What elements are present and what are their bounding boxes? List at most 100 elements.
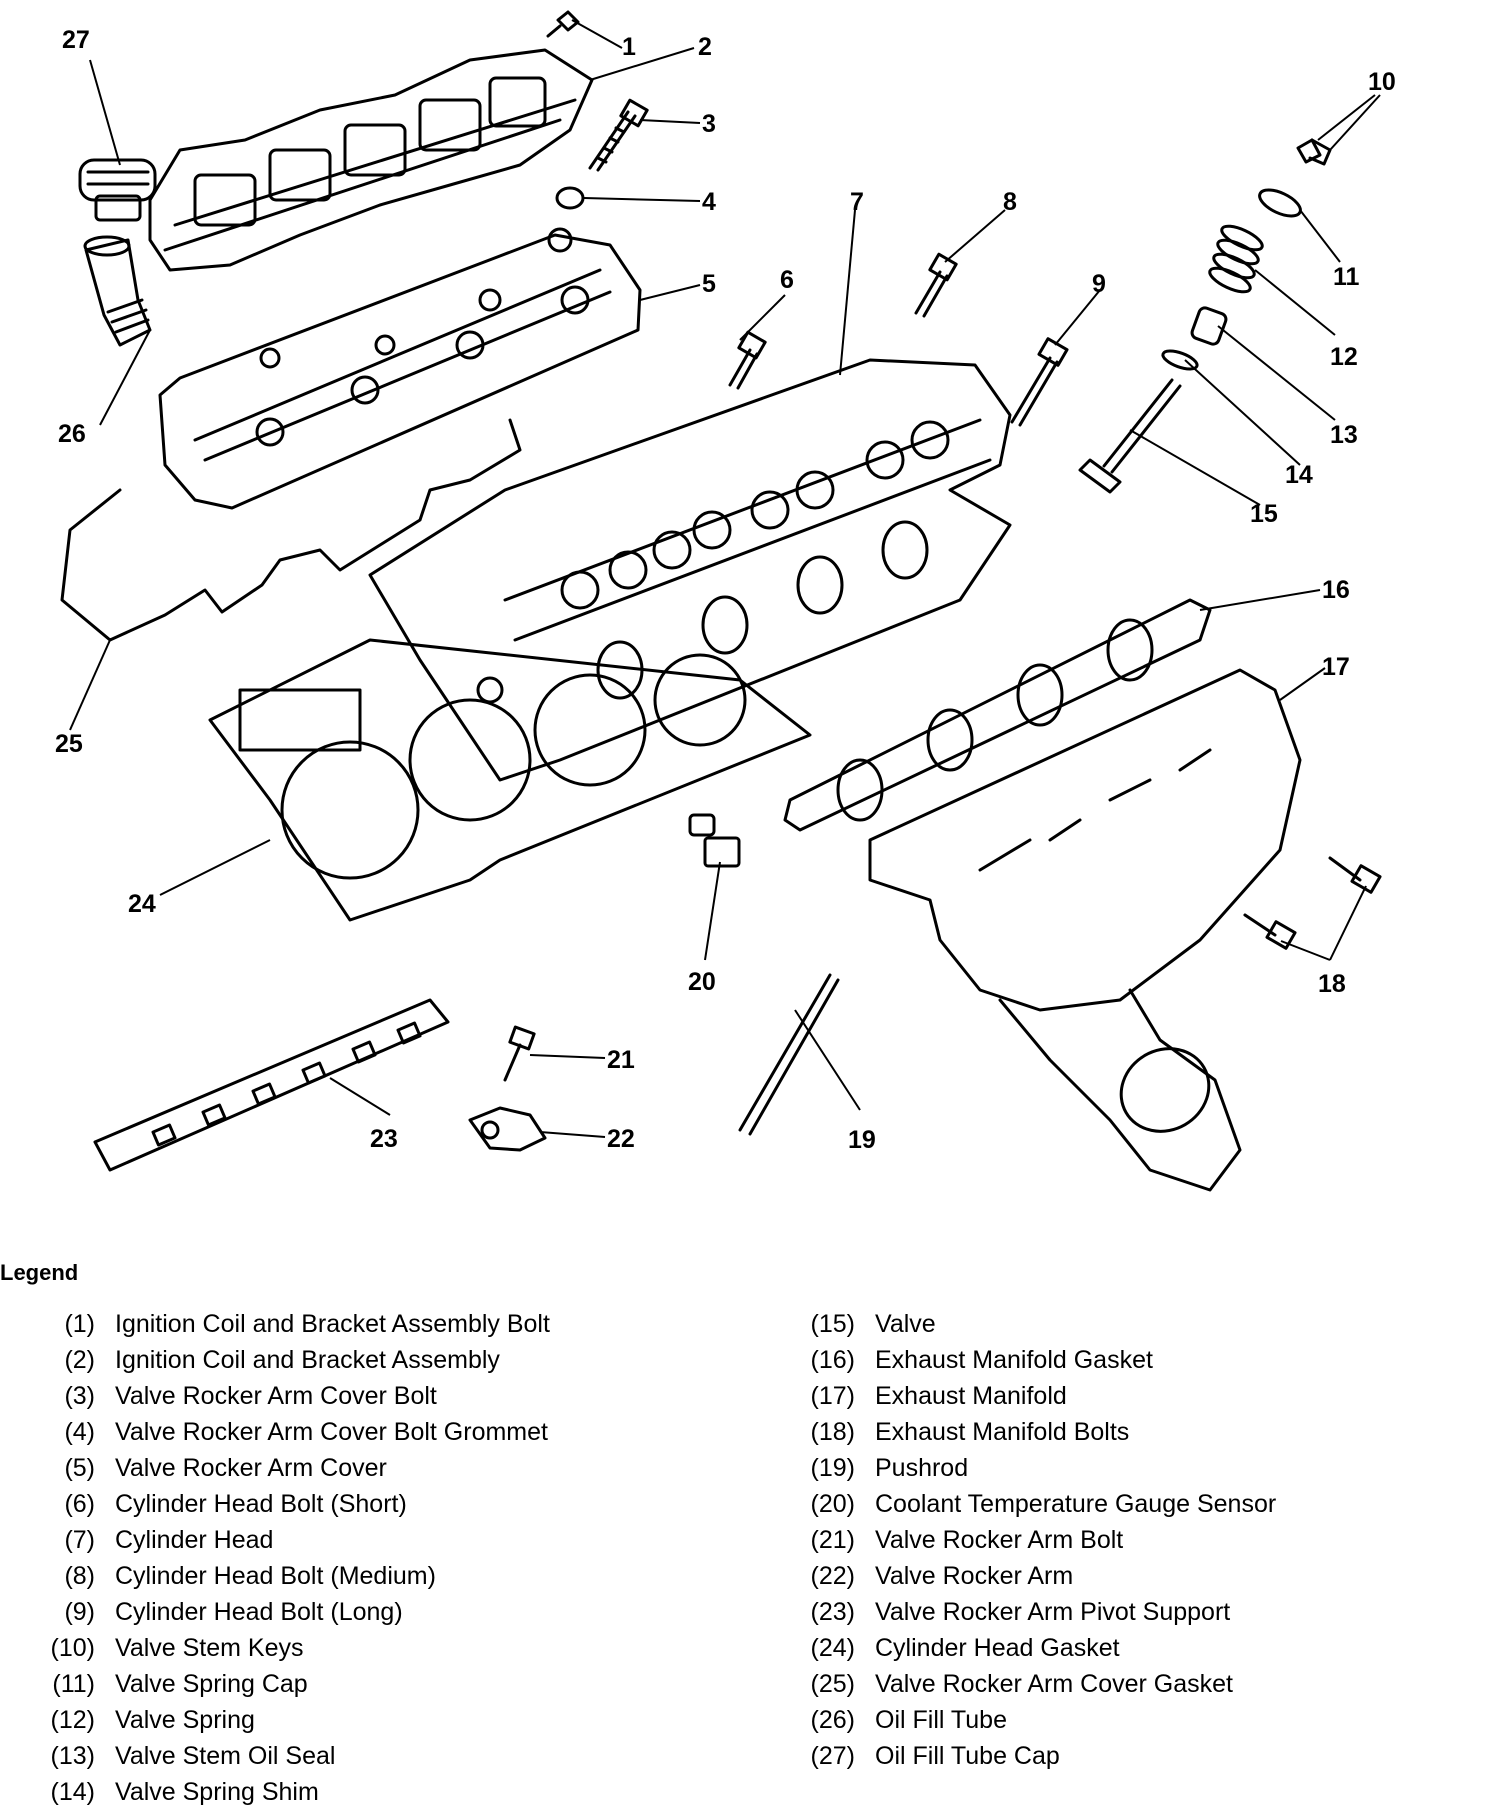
legend-number: (25) — [810, 1669, 855, 1698]
callout-3: 3 — [702, 110, 716, 138]
callout-5: 5 — [702, 270, 716, 298]
legend-number: (2) — [64, 1345, 95, 1374]
legend-number: (19) — [810, 1453, 855, 1482]
legend-item: (10)Valve Stem Keys — [0, 1630, 550, 1666]
valve-stem-oil-seal — [1190, 306, 1228, 346]
legend-item: (17) Exhaust Manifold — [780, 1378, 1276, 1414]
oil-fill-tube-cap — [78, 158, 157, 222]
legend-item: (15) Valve — [780, 1306, 1276, 1342]
legend-number: (14) — [50, 1777, 95, 1806]
callout-20: 20 — [688, 968, 716, 996]
legend-label: Ignition Coil and Bracket Assembly — [115, 1345, 500, 1374]
legend-number: (21) — [810, 1525, 855, 1554]
legend-number: (7) — [64, 1525, 95, 1554]
valve-spring-shim — [1161, 349, 1199, 371]
legend-item: (14) Valve Spring Shim — [0, 1774, 550, 1810]
legend-number: (15) — [810, 1309, 855, 1338]
valve-spring — [1208, 224, 1264, 294]
legend-number: (13) — [50, 1741, 95, 1770]
legend-number: (11) — [52, 1669, 95, 1698]
legend-item: (22) Valve Rocker Arm — [780, 1558, 1276, 1594]
pushrod — [738, 973, 840, 1136]
legend-label: Valve Rocker Arm Cover Bolt Grommet — [115, 1417, 548, 1446]
legend-item: (4) Valve Rocker Arm Cover Bolt Grommet — [0, 1414, 550, 1450]
exhaust-manifold-gasket — [783, 598, 1212, 832]
exhaust-manifold — [868, 668, 1302, 1192]
legend-label: Pushrod — [875, 1453, 969, 1482]
legend-item: (6)Cylinder Head Bolt (Short) — [0, 1486, 550, 1522]
legend-item: (7) Cylinder Head — [0, 1522, 550, 1558]
legend-label: Cylinder Head Gasket — [875, 1633, 1120, 1662]
legend-number: (26) — [810, 1705, 855, 1734]
legend-label: Exhaust Manifold Gasket — [875, 1345, 1153, 1374]
legend-label: Valve Spring Cap — [115, 1669, 308, 1698]
callout-26: 26 — [58, 420, 86, 448]
legend-item: (11) Valve Spring Cap — [0, 1666, 550, 1702]
valve — [1078, 378, 1182, 494]
legend-item: (13) Valve Stem Oil Seal — [0, 1738, 550, 1774]
valve-rocker-arm-pivot-support — [93, 998, 450, 1172]
legend-label: Valve Rocker Arm Pivot Support — [875, 1597, 1231, 1626]
legend-title: Legend — [0, 1260, 79, 1285]
legend-label: Valve Rocker Arm Cover Gasket — [875, 1669, 1233, 1698]
legend-number: (24) — [810, 1633, 855, 1662]
legend-item: (19) Pushrod — [780, 1450, 1276, 1486]
callout-11: 11 — [1333, 263, 1360, 291]
legend-number: (5) — [64, 1453, 95, 1482]
callout-12: 12 — [1330, 343, 1358, 371]
cylinder-head-bolt-short — [728, 330, 767, 390]
callout-21: 21 — [607, 1046, 635, 1074]
legend-number: (6) — [64, 1489, 95, 1518]
legend-item: (20)Coolant Temperature Gauge Sensor — [780, 1486, 1277, 1522]
callout-7: 7 — [850, 188, 864, 216]
callout-15: 15 — [1250, 500, 1278, 528]
callout-24: 24 — [128, 890, 156, 918]
callout-13: 13 — [1330, 421, 1358, 449]
valve-rocker-arm-cover-bolt-grommet — [555, 186, 585, 210]
legend-number: (10) — [50, 1633, 95, 1662]
callout-6: 6 — [780, 266, 794, 294]
cylinder-head-bolt-long — [1010, 337, 1069, 427]
valve-stem-keys — [1296, 138, 1332, 166]
legend-number: (9) — [64, 1597, 95, 1626]
legend-number: (22) — [810, 1561, 855, 1590]
legend-item: (27)Oil Fill Tube Cap — [780, 1738, 1276, 1774]
legend-label: Cylinder Head Bolt (Long) — [115, 1597, 403, 1626]
cylinder-head-gasket — [208, 638, 812, 922]
legend-item: (24) Cylinder Head Gasket — [780, 1630, 1276, 1666]
legend-item: (2) Ignition Coil and Bracket Assembly — [0, 1342, 550, 1378]
legend-item: (23) Valve Rocker Arm Pivot Support — [780, 1594, 1276, 1630]
legend-label: Valve Rocker Arm Cover — [115, 1453, 387, 1482]
legend-item: (3)Valve Rocker Arm Cover Bolt — [0, 1378, 550, 1414]
legend-label: Cylinder Head — [115, 1525, 274, 1554]
legend-label: Valve Stem Oil Seal — [115, 1741, 336, 1770]
legend-label: Valve Rocker Arm — [875, 1561, 1074, 1590]
oil-fill-tube — [83, 235, 152, 347]
legend-label: Exhaust Manifold — [875, 1381, 1067, 1410]
callout-2: 2 — [698, 33, 712, 61]
legend-item: (25) Valve Rocker Arm Cover Gasket — [780, 1666, 1276, 1702]
callout-16: 16 — [1322, 576, 1350, 604]
exploded-parts-diagram: 1 2 3 4 5 6 7 8 9 10 11 12 13 14 15 16 1… — [55, 10, 1396, 1192]
legend-label: Valve — [875, 1309, 936, 1338]
legend-number: (16) — [810, 1345, 855, 1374]
legend-number: (8) — [64, 1561, 95, 1590]
legend-number: (4) — [64, 1417, 95, 1446]
callout-19: 19 — [848, 1126, 876, 1154]
legend-number: (27) — [810, 1741, 855, 1770]
legend-item: (5) Valve Rocker Arm Cover — [0, 1450, 550, 1486]
legend-label: Valve Rocker Arm Bolt — [875, 1525, 1124, 1554]
legend-label: Exhaust Manifold Bolts — [875, 1417, 1130, 1446]
legend-label: Valve Spring Shim — [115, 1777, 319, 1806]
callout-18: 18 — [1318, 970, 1346, 998]
legend-label: Coolant Temperature Gauge Sensor — [875, 1489, 1277, 1518]
legend-number: (23) — [810, 1597, 855, 1626]
callout-1: 1 — [622, 33, 636, 61]
legend-label: Valve Spring — [115, 1705, 255, 1734]
legend-number: (17) — [810, 1381, 855, 1410]
legend-number: (1) — [64, 1309, 95, 1338]
callout-14: 14 — [1285, 461, 1313, 489]
legend-item: (21) Valve Rocker Arm Bolt — [780, 1522, 1276, 1558]
callout-23: 23 — [370, 1125, 398, 1153]
cylinder-head — [368, 358, 1012, 782]
